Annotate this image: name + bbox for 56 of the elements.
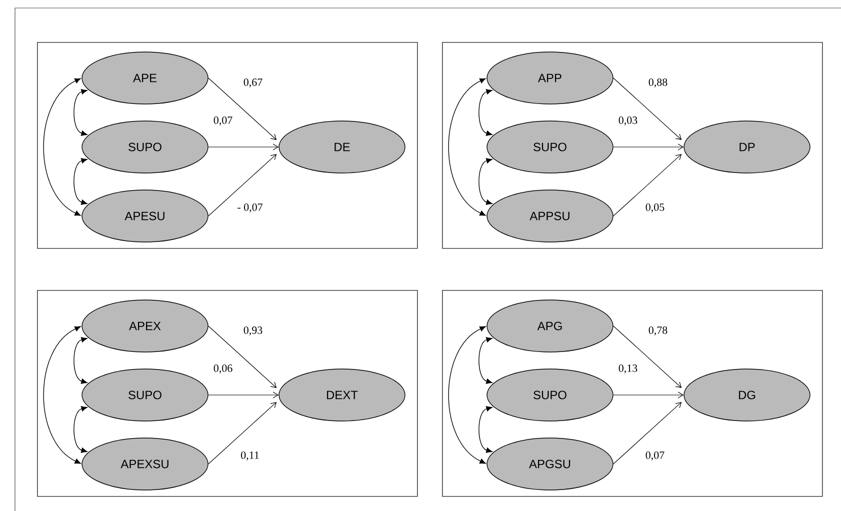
ellipse-node: APG — [486, 300, 614, 352]
path-arrow — [208, 78, 277, 140]
ellipse-node: DP — [684, 120, 810, 174]
path-arrow — [208, 402, 277, 464]
correlation-arrow — [478, 406, 492, 453]
ellipse-node: SUPO — [82, 120, 208, 174]
correlation-arrow — [74, 337, 88, 384]
panel-frame — [442, 42, 823, 249]
correlation-arrow — [43, 78, 81, 216]
correlation-arrow — [74, 89, 88, 136]
edge-label: 0,78 — [647, 326, 669, 336]
panel-frame — [442, 290, 823, 497]
path-arrow — [208, 392, 279, 398]
ellipse-node: APEXSU — [82, 438, 208, 490]
edge-label: 0,05 — [644, 202, 666, 214]
correlation-arrow — [478, 158, 492, 205]
path-arrow — [613, 78, 682, 140]
ellipse-node: SUPO — [82, 368, 208, 422]
ellipse-node: DEXT — [278, 368, 406, 422]
correlation-arrow — [478, 89, 492, 136]
ellipse-node: APPSU — [486, 190, 614, 242]
path-arrow — [613, 154, 682, 216]
ellipse-node: APGSU — [486, 438, 614, 490]
edge-label: 0,67 — [242, 78, 264, 88]
path-arrow — [613, 402, 682, 464]
ellipse-node: SUPO — [486, 368, 614, 422]
correlation-arrow — [478, 337, 492, 384]
ellipse-node: APE — [82, 52, 208, 104]
ellipse-node: APEX — [82, 300, 208, 352]
correlation-arrow — [448, 326, 486, 464]
path-arrow — [208, 154, 277, 216]
path-arrow — [613, 326, 682, 388]
correlation-arrow — [43, 326, 81, 464]
edge-label: 0,07 — [212, 116, 234, 126]
correlation-arrow — [448, 78, 486, 216]
ellipse-node: APP — [486, 52, 614, 104]
ellipse-node: DE — [278, 120, 406, 174]
edge-label: 0,11 — [240, 450, 260, 462]
edge-label: 0,07 — [644, 450, 666, 462]
panel-frame — [37, 42, 418, 249]
ellipse-node: DG — [684, 368, 810, 422]
correlation-arrow — [74, 406, 88, 453]
ellipse-node: SUPO — [486, 120, 614, 174]
edge-label: 0,13 — [617, 364, 639, 374]
edge-label: 0,03 — [617, 116, 639, 126]
edge-label: - 0,07 — [236, 202, 264, 214]
edge-label: 0,93 — [242, 326, 264, 336]
correlation-arrow — [74, 158, 88, 205]
path-arrow — [613, 144, 684, 150]
path-arrow — [208, 326, 277, 388]
panel-frame — [37, 290, 418, 497]
edge-label: 0,06 — [212, 364, 234, 374]
path-arrow — [208, 144, 279, 150]
ellipse-node: APESU — [82, 190, 208, 242]
edge-label: 0,88 — [647, 78, 669, 88]
path-arrow — [613, 392, 684, 398]
